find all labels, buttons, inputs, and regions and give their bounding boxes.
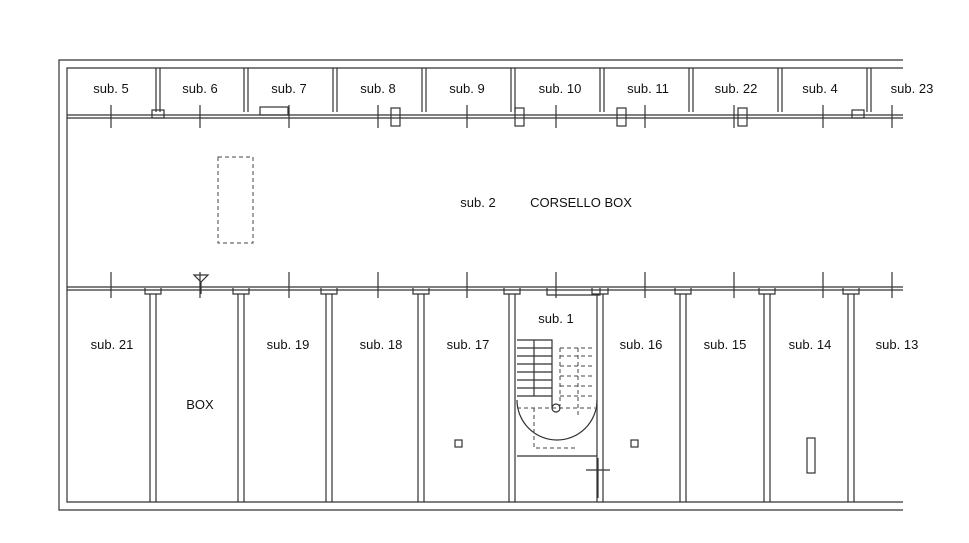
top-unit-label: sub. 6	[182, 81, 217, 96]
partition-wall	[332, 68, 338, 112]
partition-wall	[763, 294, 771, 502]
pillar	[503, 288, 521, 295]
door-frame	[737, 107, 748, 127]
top-unit-label: sub. 4	[802, 81, 837, 96]
floor-fixture	[806, 437, 816, 474]
column-marker	[454, 439, 463, 448]
partition-wall	[237, 294, 245, 502]
partition-wall	[149, 294, 157, 502]
outer-walls	[58, 59, 903, 511]
top-row-walls	[151, 68, 872, 127]
box-label: BOX	[186, 397, 214, 412]
stair-unit-label: sub. 1	[538, 311, 573, 326]
pillar	[842, 288, 860, 295]
corridor-name-label: CORSELLO BOX	[530, 195, 632, 210]
pillar	[412, 288, 430, 295]
bottom-unit-label: sub. 21	[91, 337, 134, 352]
top-unit-label: sub. 5	[93, 81, 128, 96]
bottom-unit-label: sub. 16	[620, 337, 663, 352]
column-marker	[630, 439, 639, 448]
partition-wall	[508, 294, 516, 502]
bottom-unit-label: sub. 18	[360, 337, 403, 352]
partition-wall	[847, 294, 855, 502]
top-unit-label: sub. 10	[539, 81, 582, 96]
partition-wall	[325, 294, 333, 502]
top-unit-label: sub. 8	[360, 81, 395, 96]
dashed-outline	[217, 156, 254, 244]
partition-wall	[596, 294, 604, 502]
partition-wall	[679, 294, 687, 502]
partition-wall	[510, 68, 516, 112]
pillar	[674, 288, 692, 295]
corridor-bottom-wall	[67, 286, 903, 291]
door-frame	[616, 107, 627, 127]
bottom-row-walls	[144, 288, 860, 502]
corridor-unit-label: sub. 2	[460, 195, 495, 210]
staircase	[516, 339, 610, 498]
top-unit-label: sub. 22	[715, 81, 758, 96]
partition-wall	[243, 68, 249, 112]
door-frame	[851, 109, 865, 119]
top-unit-label: sub. 7	[271, 81, 306, 96]
pillar	[232, 288, 250, 295]
pillar	[758, 288, 776, 295]
top-unit-label: sub. 11	[627, 81, 669, 96]
corridor-top-wall	[67, 114, 903, 119]
door-frame	[514, 107, 525, 127]
pillar	[144, 288, 162, 295]
partition-wall	[777, 68, 783, 112]
partition-wall	[155, 68, 161, 112]
bottom-unit-label: sub. 14	[789, 337, 832, 352]
partition-wall	[417, 294, 425, 502]
top-unit-label: sub. 9	[449, 81, 484, 96]
bottom-unit-label: sub. 13	[876, 337, 919, 352]
bottom-unit-label: sub. 15	[704, 337, 747, 352]
top-unit-label: sub. 23	[891, 81, 934, 96]
bottom-unit-label: sub. 17	[447, 337, 490, 352]
pillar	[320, 288, 338, 295]
door-frame	[546, 288, 601, 296]
partition-wall	[688, 68, 694, 112]
partition-wall	[599, 68, 605, 112]
partition-wall	[421, 68, 427, 112]
bottom-unit-label: sub. 19	[267, 337, 310, 352]
level-marker-icon	[192, 274, 210, 294]
door-ticks	[110, 105, 893, 298]
door-frame	[259, 106, 289, 116]
door-frame	[151, 109, 165, 119]
partition-wall	[866, 68, 872, 112]
door-frame	[390, 107, 401, 127]
